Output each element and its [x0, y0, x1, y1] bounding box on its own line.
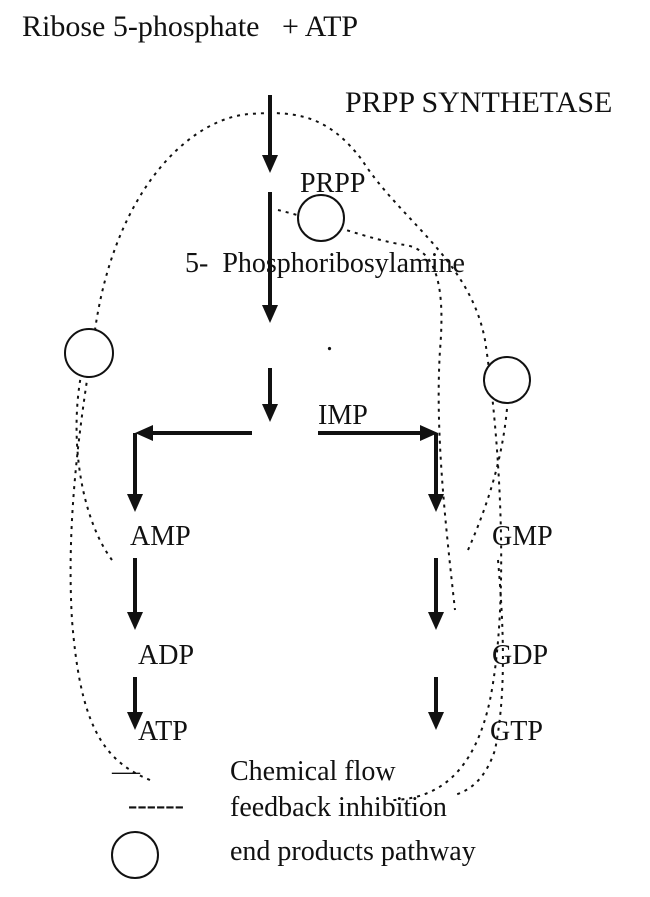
feedback-loop-right-drop	[454, 559, 504, 796]
legend-dashed-symbol: ------	[128, 790, 184, 821]
legend-end-products-pathway: end products pathway	[230, 836, 476, 867]
flow-amp-to-adp-head	[127, 612, 143, 630]
end-product-circle-right	[483, 356, 531, 404]
flow-prpp-to-amine-head	[262, 305, 278, 323]
node-gmp: GMP	[492, 521, 553, 552]
legend-circle-symbol	[111, 831, 159, 879]
feedback-loop-right-outer	[467, 394, 509, 551]
node-gdp: GDP	[492, 640, 548, 671]
flow-imp-to-amp-horizontal-head	[135, 425, 153, 441]
top-label: Ribose 5-phosphate + ATP	[22, 10, 358, 43]
legend-feedback-inhibition: feedback inhibition	[230, 792, 447, 823]
flow-amine-to-imp-head	[262, 404, 278, 422]
flow-imp-to-amp-vertical-head	[127, 494, 143, 512]
feedback-loop-inner-left	[75, 369, 113, 561]
flow-imp-to-gmp-horizontal-head	[420, 425, 438, 441]
flow-imp-to-gmp-vertical-head	[428, 494, 444, 512]
end-product-circle-prpp	[297, 194, 345, 242]
node-gtp: GTP	[490, 716, 543, 747]
flow-gdp-to-gtp-head	[428, 712, 444, 730]
node-prpp: PRPP	[300, 168, 365, 199]
node-amp: AMP	[130, 521, 191, 552]
node-adp: ADP	[138, 640, 194, 671]
feedback-loop-outer-left	[69, 112, 503, 801]
node-atp: ATP	[138, 716, 188, 747]
flow-ribose-to-prpp-head	[262, 155, 278, 173]
enzyme-label: PRPP SYNTHETASE	[345, 86, 612, 119]
end-product-circle-left	[64, 328, 114, 378]
node-phosphoribosylamine: 5- Phosphoribosylamine	[185, 248, 465, 279]
legend-chemical-flow: Chemical flow	[230, 756, 396, 787]
node-imp: IMP	[318, 400, 368, 431]
flow-gmp-to-gdp-head	[428, 612, 444, 630]
legend-solid-symbol: —	[111, 756, 141, 787]
node-dot: .	[326, 326, 333, 357]
flow-adp-to-atp-head	[127, 712, 143, 730]
